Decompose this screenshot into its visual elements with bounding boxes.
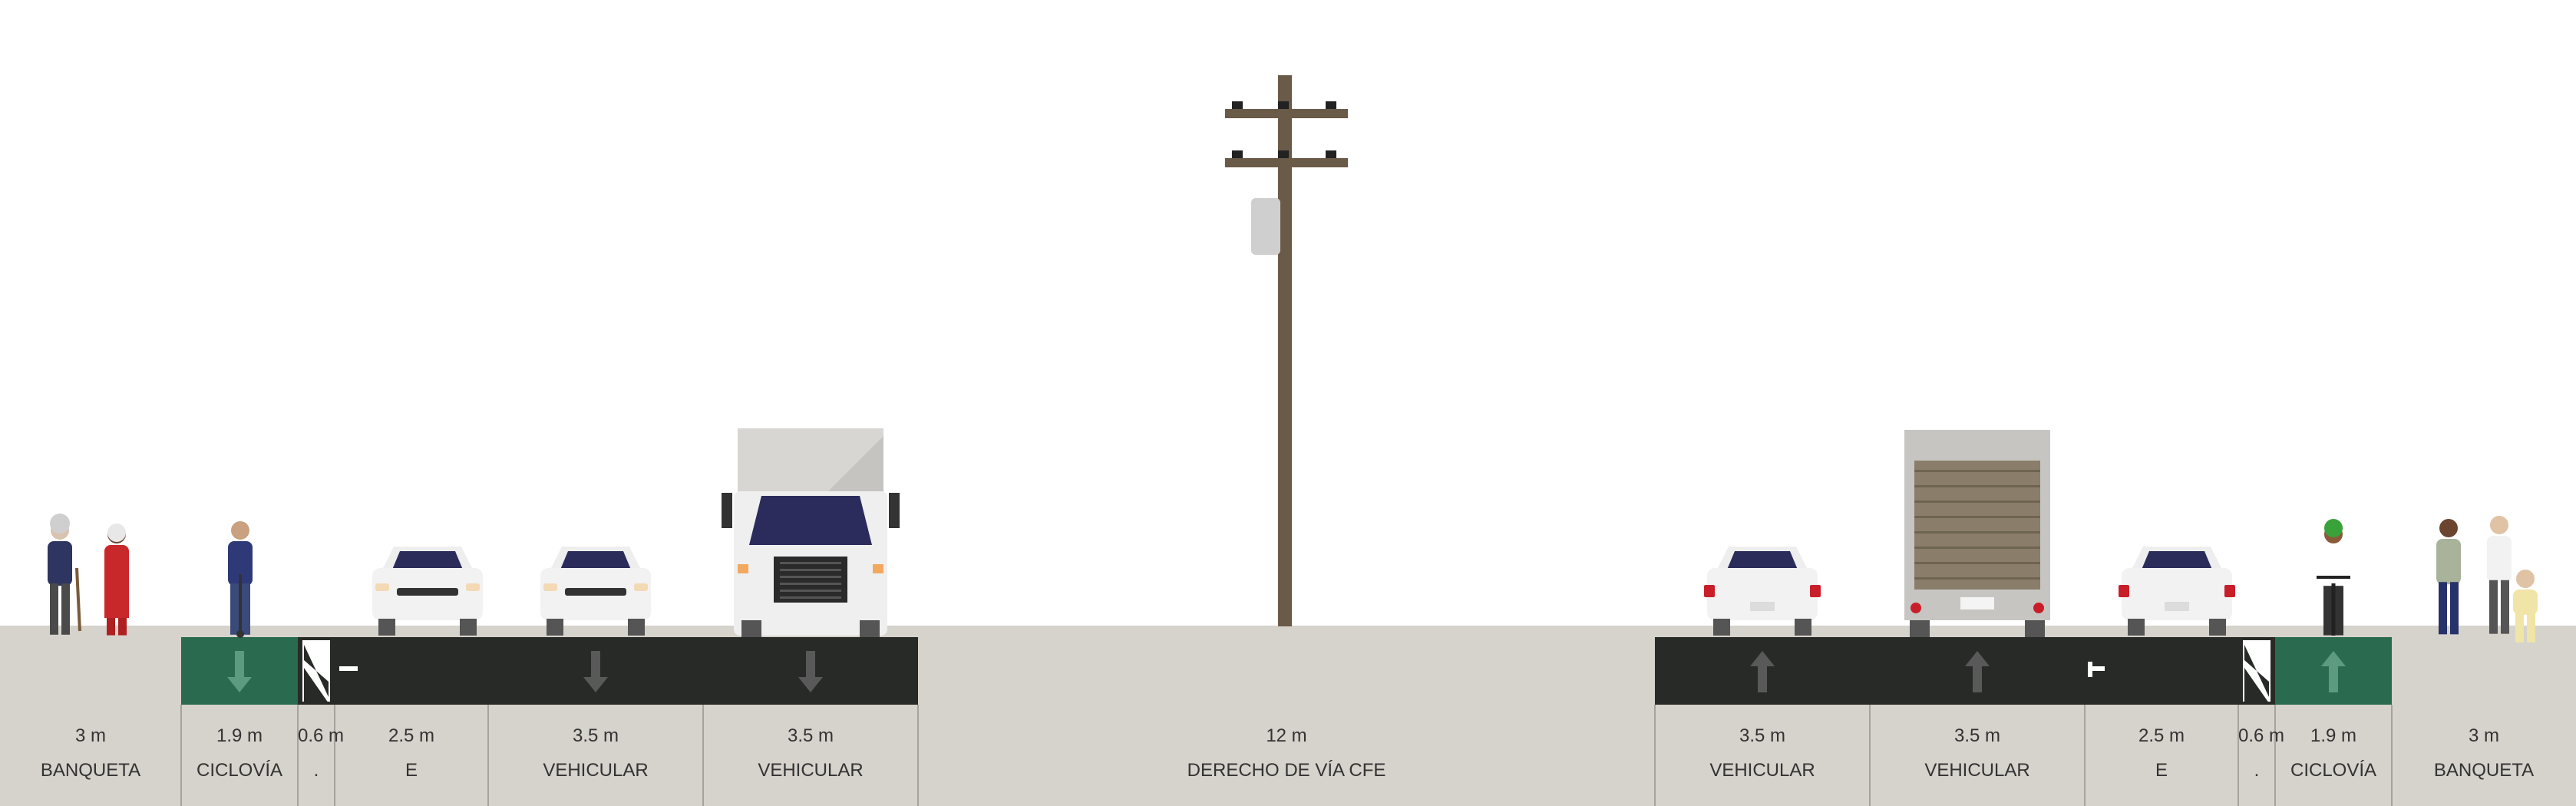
cyclist-icon — [2317, 519, 2350, 636]
segment-lane — [487, 637, 703, 806]
parking-surface — [2085, 637, 2238, 705]
scooter-rider-icon — [228, 521, 253, 638]
arrow-up-icon — [2321, 651, 2346, 692]
segment-buffer — [297, 637, 335, 806]
parking-marking — [339, 666, 358, 671]
segment-lane — [702, 637, 918, 806]
buffer-hatch — [304, 668, 329, 703]
truck-front-icon — [722, 428, 900, 637]
segment-parking — [334, 637, 488, 806]
parking-marking — [2088, 666, 2105, 671]
segment-bike — [2274, 637, 2392, 806]
arrow-down-icon — [227, 651, 252, 692]
car-rear-icon — [1704, 547, 1821, 636]
buffer-hatch — [304, 645, 329, 697]
car-front-icon — [372, 547, 483, 636]
segment-buffer — [2237, 637, 2275, 806]
pedestrian-child-icon — [2513, 570, 2538, 642]
buffer-hatch — [2244, 645, 2269, 697]
pedestrian-elderly-icon — [48, 514, 81, 635]
arrow-up-icon — [1750, 651, 1775, 692]
segment-parking — [2084, 637, 2238, 806]
arrow-down-icon — [583, 651, 608, 692]
buffer-hatch — [2244, 668, 2269, 703]
objects-layer — [48, 75, 2538, 642]
segment-lane — [1654, 637, 1870, 806]
arrow-down-icon — [798, 651, 823, 692]
pedestrian-adult-icon — [2436, 519, 2461, 635]
pedestrian-woman-icon — [104, 524, 129, 636]
segments-layer — [0, 626, 2576, 806]
pedestrian-adult-icon — [2487, 516, 2512, 634]
parking-surface — [335, 637, 488, 705]
car-front-icon — [540, 547, 651, 636]
segment-bike — [180, 637, 298, 806]
arrow-up-icon — [1965, 651, 1990, 692]
car-rear-icon — [2119, 547, 2235, 636]
utility-pole-icon — [1225, 75, 1348, 626]
segment-lane — [1869, 637, 2085, 806]
truck-rear-icon — [1904, 430, 2050, 637]
